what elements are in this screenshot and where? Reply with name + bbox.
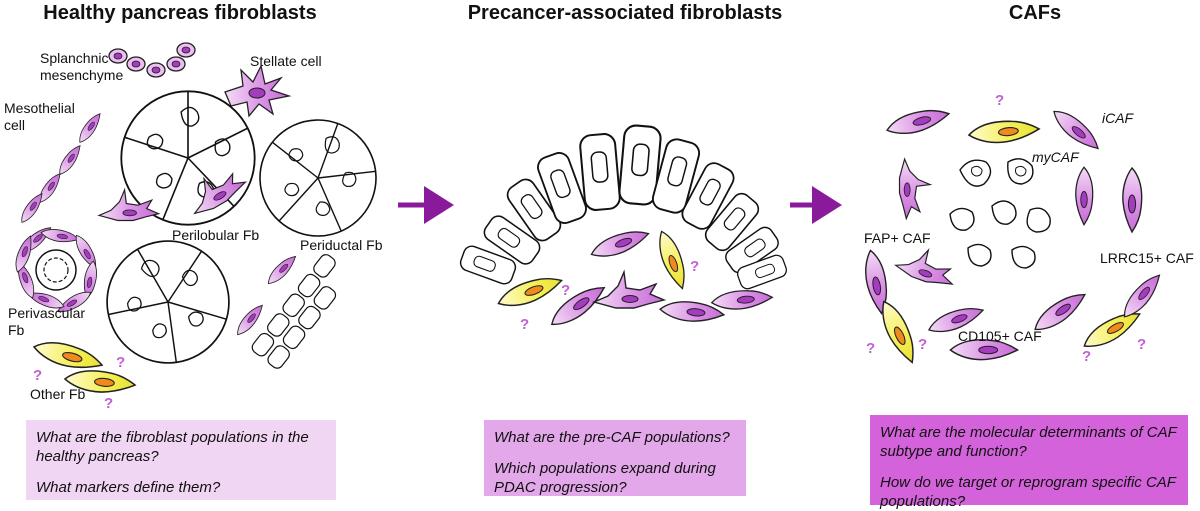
question-mark: ? [1082,348,1092,365]
question-mark: ? [561,282,571,299]
question-mark: ? [104,395,114,412]
question-text: What markers define them? [36,479,221,496]
question-text: How do we target or reprogram specific C… [880,474,1176,510]
question-mark: ? [1137,336,1147,353]
question-mark: ? [690,258,700,275]
label-icaf: iCAF [1102,110,1134,126]
panel-title-healthy: Healthy pancreas fibroblasts [43,2,317,24]
label-lrrc15-caf: LRRC15+ CAF [1100,250,1194,266]
question-text: Which populations expand during PDAC pro… [494,460,716,496]
label-periductal-fb: Periductal Fb [300,237,383,253]
label-splanchnic-mesenchyme: Splanchnic mesenchyme [40,50,124,83]
acinus-2 [242,102,394,254]
question-mark: ? [520,316,530,333]
question-box-caf: What are the molecular determinants of C… [870,415,1188,510]
question-box-precaf: What are the pre-CAF populations? Which … [484,420,746,496]
label-mesothelial-cell: Mesothelial cell [4,100,75,133]
question-text: What are the pre-CAF populations? [494,429,730,446]
label-stellate-cell: Stellate cell [250,53,322,69]
arrow-1 [398,186,454,224]
label-other-fb: Other Fb [30,386,86,402]
question-text: What are the fibroblast populations in t… [36,429,309,465]
question-mark: ? [995,92,1005,109]
label-perivascular-fb: Perivascular Fb [8,305,86,338]
panel-title-precaf: Precancer-associated fibroblasts [467,2,783,24]
question-mark: ? [33,367,43,384]
panel-title-caf: CAFs [1008,2,1062,24]
precancer-epithelium [457,123,790,292]
label-perilobular-fb: Perilobular Fb [172,227,260,243]
periductal-duct [232,251,337,369]
question-mark: ? [866,340,876,357]
tumor-core [942,151,1070,279]
label-fap-caf: FAP+ CAF [864,230,931,246]
question-mark: ? [918,336,928,353]
stellate-cell-drawing [224,64,292,118]
question-box-healthy: What are the fibroblast populations in t… [26,420,336,500]
label-mycaf: myCAF [1032,149,1079,165]
question-text: What are the molecular determinants of C… [880,424,1177,460]
label-cd105-caf: CD105+ CAF [958,328,1042,344]
arrow-2 [790,186,842,224]
perivascular-vessel [11,222,102,318]
question-mark: ? [116,354,126,371]
